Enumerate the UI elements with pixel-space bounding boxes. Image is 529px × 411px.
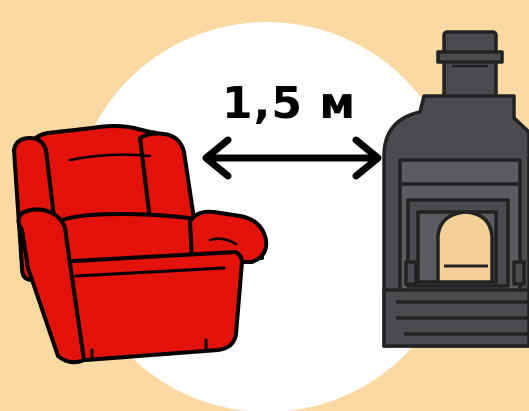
distance-label: 1,5 м [222,76,372,132]
fireplace-icon [384,32,529,346]
double-arrow-icon [206,140,378,176]
